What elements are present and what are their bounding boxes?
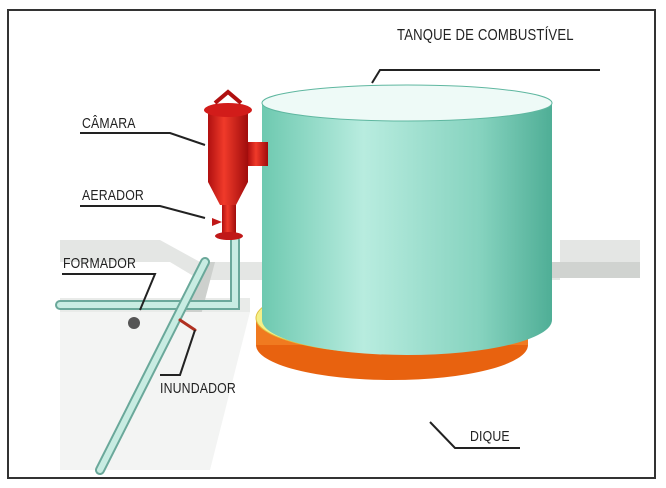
label-dike: DIQUE	[470, 428, 510, 445]
foam-chamber	[204, 89, 268, 240]
label-aerator: AERADOR	[82, 187, 144, 204]
label-chamber: CÂMARA	[82, 115, 136, 132]
foam-pipes	[55, 235, 240, 475]
label-former: FORMADOR	[63, 255, 137, 272]
leader-lines	[62, 69, 600, 449]
diagram-frame	[7, 9, 656, 479]
label-flooder: INUNDADOR	[160, 380, 236, 397]
fuel-tank	[261, 84, 553, 355]
label-fuel-tank: TANQUE DE COMBUSTÍVEL	[397, 27, 574, 44]
